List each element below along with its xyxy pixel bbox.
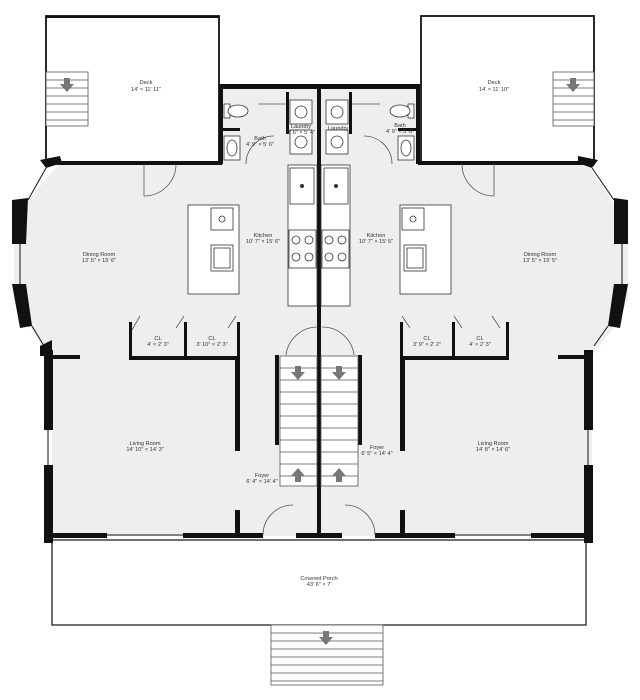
living-left-dims: 14' 10" × 14' 3" (126, 447, 163, 453)
covered-porch (51, 539, 587, 626)
stair-down-arrow-icon (60, 78, 74, 92)
deck-left-dims: 14' × 11' 11" (131, 87, 161, 93)
kitchen-left-dims: 10' 7" × 15' 6" (246, 239, 280, 245)
porch-dims: 43' 6" × 7' (307, 582, 332, 588)
laundry-left-name: Laundry (291, 124, 311, 130)
sink-icon (210, 244, 427, 272)
closet-2-dims: 3' 10" × 2' 3" (196, 342, 227, 348)
interior-walls (129, 84, 509, 536)
living-left-name: Living Room (129, 441, 160, 447)
closet-4-name: CL (476, 336, 483, 342)
porch-stairs (270, 624, 384, 686)
stove-icon (288, 229, 350, 269)
closet-1-name: CL (154, 336, 161, 342)
dishwasher-icon (210, 207, 425, 231)
kitchen-left-name: Kitchen (254, 233, 273, 239)
kitchen-right-dims: 10' 7" × 15' 5" (359, 239, 393, 245)
stair-up-arrow-icon (332, 468, 346, 482)
porch-name: Covered Porch (300, 576, 337, 582)
closet-1-dims: 4' × 2' 3" (147, 342, 168, 348)
deck-left-name: Deck (140, 80, 153, 86)
foyer-left-name: Foyer (255, 473, 269, 479)
deck-right-name: Deck (488, 80, 501, 86)
foyer-stairs-right (320, 355, 359, 487)
exterior-walls (12, 84, 628, 543)
deck-right-dims: 14' × 11' 10" (479, 87, 509, 93)
deck-stairs-left (45, 71, 89, 127)
stair-down-arrow-icon (291, 366, 305, 380)
room-labels: Deck 14' × 11' 11" Deck 14' × 11' 10" La… (82, 80, 557, 588)
fridge-icon (289, 167, 349, 205)
foyer-right-name: Foyer (370, 445, 384, 451)
deck-stairs-right (552, 71, 595, 127)
foyer-right-dims: 6' 5" × 14' 4" (361, 451, 392, 457)
foyer-stairs-left (279, 355, 318, 487)
dining-left-dims: 13' 5" × 15' 6" (82, 258, 116, 264)
foyer-left-dims: 6' 4" × 14' 4" (246, 479, 277, 485)
living-right-dims: 14' 8" × 14' 6" (476, 447, 510, 453)
closet-4-dims: 4' × 2' 3" (469, 342, 490, 348)
bath-right-name: Bath (394, 123, 406, 129)
stair-down-arrow-icon (566, 78, 580, 92)
bath-left-dims: 4' 9" × 5' 6" (246, 142, 274, 148)
stair-up-arrow-icon (291, 468, 305, 482)
closet-3-dims: 3' 9" × 2' 2" (413, 342, 441, 348)
bath-left-name: Bath (254, 136, 266, 142)
laundry-left-dims: 3' 6" × 5' 4" (287, 130, 315, 136)
washer-dryer-icon (289, 99, 349, 155)
dining-right-name: Dining Room (524, 252, 557, 258)
stair-down-arrow-icon (332, 366, 346, 380)
bath-sink-icon (223, 135, 415, 161)
dining-left-name: Dining Room (83, 252, 116, 258)
doors (131, 103, 501, 536)
closet-2-name: CL (208, 336, 215, 342)
kitchen-right-name: Kitchen (367, 233, 386, 239)
closet-3-name: CL (423, 336, 430, 342)
living-right-name: Living Room (477, 441, 508, 447)
bath-right-dims: 4' 9" × 5' 6" (386, 129, 414, 135)
laundry-right-name: Laundry (328, 126, 348, 132)
toilet-icon (223, 103, 415, 119)
dining-right-dims: 13' 5" × 15' 5" (523, 258, 557, 264)
stair-down-arrow-icon (319, 631, 333, 645)
